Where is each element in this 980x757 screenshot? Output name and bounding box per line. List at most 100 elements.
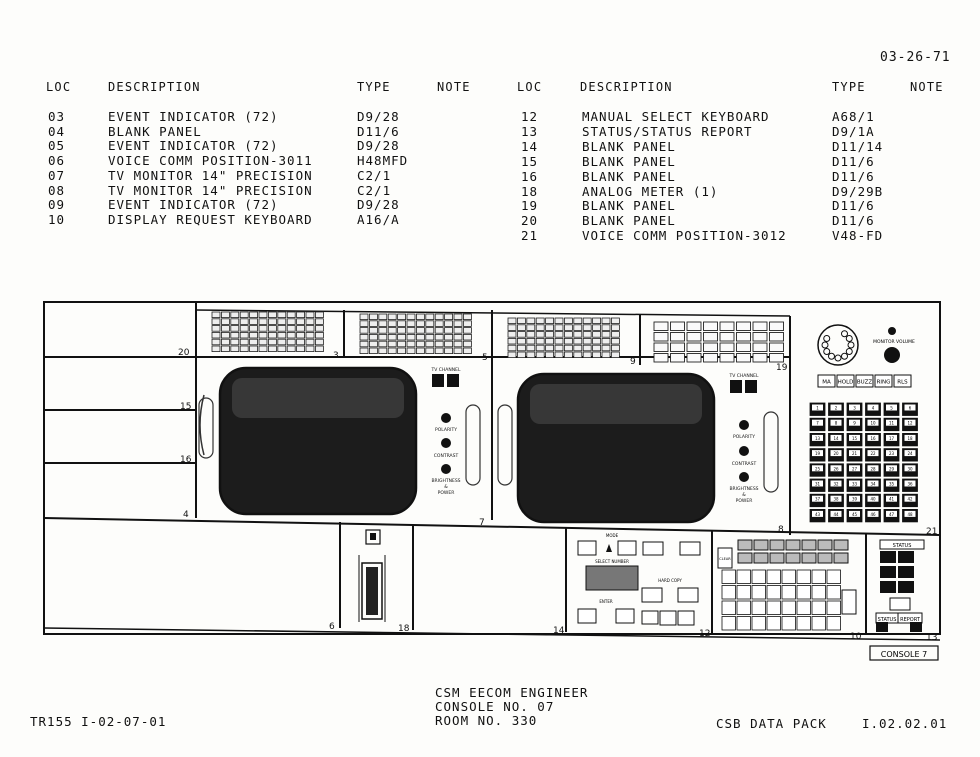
event-indicator-cell xyxy=(564,351,573,358)
voice-button[interactable] xyxy=(874,374,893,388)
voice-button[interactable] xyxy=(836,374,855,388)
left-row-type: C2/1 xyxy=(357,182,392,198)
manual-select-keyboard-12: MODE SELECT NUMBER HARD COPY ENTER xyxy=(577,533,701,626)
keyboard-key[interactable] xyxy=(826,569,841,584)
keyboard-key[interactable] xyxy=(751,600,766,615)
event-indicator-cell xyxy=(239,345,249,352)
keyboard-key[interactable] xyxy=(781,585,796,600)
brightness-knob-8[interactable] xyxy=(739,472,749,482)
keyboard-top-key[interactable] xyxy=(753,539,769,551)
event-indicator-cell xyxy=(230,311,240,318)
keyboard-key[interactable] xyxy=(781,616,796,631)
keyboard-top-key[interactable] xyxy=(785,539,801,551)
keyboard-top-key[interactable] xyxy=(737,539,753,551)
right-header-loc: LOC xyxy=(517,80,543,94)
keyboard-key[interactable] xyxy=(781,569,796,584)
keyboard-top-key[interactable] xyxy=(817,552,833,564)
keyboard-key[interactable] xyxy=(736,585,751,600)
keyboard-key[interactable] xyxy=(766,600,781,615)
hard-copy-button-b[interactable] xyxy=(677,587,699,603)
keyboard-key[interactable] xyxy=(796,585,811,600)
keyboard-key[interactable] xyxy=(721,569,736,584)
event-indicator-cell xyxy=(526,344,536,352)
keyboard-key[interactable] xyxy=(751,569,766,584)
keyboard-key[interactable] xyxy=(721,616,736,631)
keyboard-key[interactable] xyxy=(826,600,841,615)
keyboard-top-key[interactable] xyxy=(753,552,769,564)
hard-copy-button-a[interactable] xyxy=(641,587,663,603)
mode-left-button[interactable] xyxy=(577,540,597,556)
keyboard-key[interactable] xyxy=(796,600,811,615)
keyboard-key[interactable] xyxy=(766,585,781,600)
voice-button[interactable] xyxy=(893,374,912,388)
keyboard-top-key[interactable] xyxy=(769,552,785,564)
keyboard-top-key[interactable] xyxy=(769,539,785,551)
keyboard-key[interactable] xyxy=(796,616,811,631)
polarity-knob-7[interactable] xyxy=(441,413,451,423)
clear-button[interactable] xyxy=(717,547,733,569)
voice-button[interactable] xyxy=(855,374,874,388)
keyboard-key[interactable] xyxy=(736,569,751,584)
rotary-dial-icon[interactable] xyxy=(817,324,859,366)
volume-knob[interactable] xyxy=(884,347,900,363)
keyboard-key[interactable] xyxy=(811,585,826,600)
keyboard-top-key[interactable] xyxy=(833,539,849,551)
channel-up-button-7[interactable] xyxy=(432,374,444,387)
event-indicator-cell xyxy=(286,311,296,318)
event-indicator-cell xyxy=(507,337,517,345)
enter-button-b[interactable] xyxy=(615,608,635,624)
enter-button-a[interactable] xyxy=(577,608,597,624)
blank-key-a[interactable] xyxy=(641,610,659,625)
keyboard-top-key[interactable] xyxy=(785,552,801,564)
mode-button-a[interactable] xyxy=(642,541,664,556)
slot-label-8: 8 xyxy=(778,525,784,535)
right-header-type: TYPE xyxy=(832,80,866,94)
keyboard-key[interactable] xyxy=(796,569,811,584)
monitor-volume-knob[interactable] xyxy=(888,327,896,335)
polarity-knob-8[interactable] xyxy=(739,420,749,430)
keyboard-key[interactable] xyxy=(781,600,796,615)
keyboard-key[interactable] xyxy=(826,616,841,631)
keyboard-top-key[interactable] xyxy=(801,552,817,564)
channel-down-button-8[interactable] xyxy=(745,380,757,393)
blank-key-c[interactable] xyxy=(677,610,695,626)
keyboard-key[interactable] xyxy=(811,616,826,631)
keyboard-top-key[interactable] xyxy=(817,539,833,551)
event-indicator-cell xyxy=(444,327,454,334)
contrast-knob-7[interactable] xyxy=(441,438,451,448)
contrast-knob-8[interactable] xyxy=(739,446,749,456)
keyboard-key[interactable] xyxy=(721,585,736,600)
channel-up-button-8[interactable] xyxy=(730,380,742,393)
blank-key-b[interactable] xyxy=(659,610,677,626)
keyboard-key[interactable] xyxy=(736,600,751,615)
event-indicator-cell xyxy=(526,331,536,338)
keyboard-top-key[interactable] xyxy=(737,552,753,564)
keyboard-key[interactable] xyxy=(811,569,826,584)
status-button[interactable] xyxy=(889,597,911,611)
brightness-knob-7[interactable] xyxy=(441,464,451,474)
mode-right-button[interactable] xyxy=(617,540,637,556)
voice-button[interactable] xyxy=(817,374,836,388)
keyboard-key[interactable] xyxy=(721,600,736,615)
keyboard-key[interactable] xyxy=(766,569,781,584)
left-row-type: C2/1 xyxy=(357,167,392,183)
keyboard-key[interactable] xyxy=(766,616,781,631)
select-number-pad[interactable] xyxy=(585,565,639,591)
keyboard-key[interactable] xyxy=(751,585,766,600)
select-number-label: SELECT NUMBER xyxy=(595,559,629,564)
event-indicator-cell xyxy=(258,338,268,346)
panel-19-cell xyxy=(670,321,685,331)
keyboard-key[interactable] xyxy=(811,600,826,615)
mode-button-b[interactable] xyxy=(679,541,701,556)
keyboard-top-key[interactable] xyxy=(801,539,817,551)
keyboard-key[interactable] xyxy=(751,616,766,631)
event-indicator-cell xyxy=(249,318,259,325)
channel-down-button-7[interactable] xyxy=(447,374,459,387)
keyboard-side-button[interactable] xyxy=(841,589,857,615)
meter-switch[interactable] xyxy=(365,529,381,545)
keyboard-top-key[interactable] xyxy=(833,552,849,564)
keyboard-key[interactable] xyxy=(736,616,751,631)
event-indicator-cell xyxy=(314,331,324,339)
event-indicator-cell xyxy=(564,344,573,352)
keyboard-key[interactable] xyxy=(826,585,841,600)
